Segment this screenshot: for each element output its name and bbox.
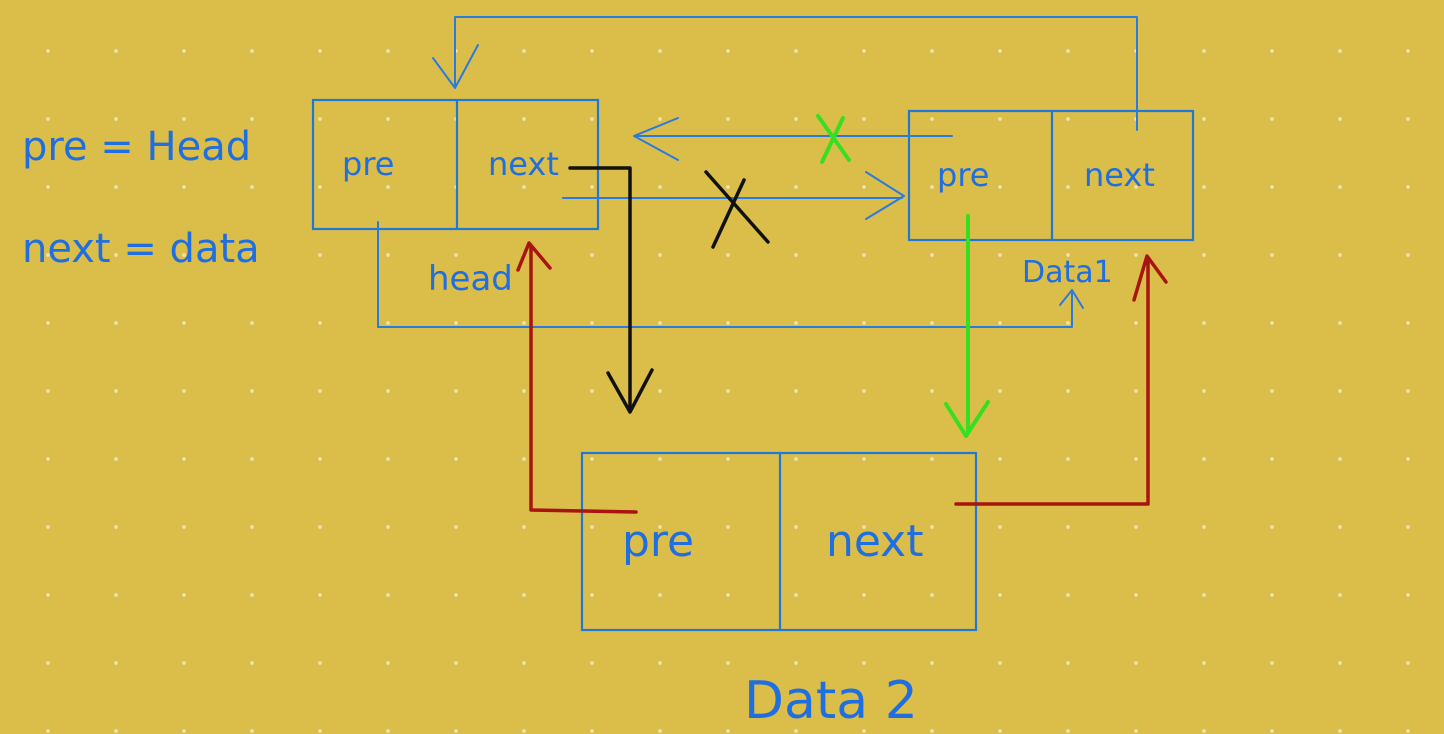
head-label: head xyxy=(428,259,513,299)
data2-next-to-data1-arrowhead xyxy=(1132,254,1168,302)
black-cross-mark xyxy=(704,170,770,249)
black-cross-stroke-1 xyxy=(704,170,770,244)
green-cross-mark xyxy=(816,114,851,164)
data2-pre-to-head-link xyxy=(529,245,638,514)
data1-next-to-head-link xyxy=(454,16,1138,131)
head-pre-to-data1-arrowhead xyxy=(1059,289,1084,309)
data1-pre-field: pre xyxy=(937,156,989,194)
head-next-to-data1-arrowhead xyxy=(865,171,905,220)
head-pre-field: pre xyxy=(342,145,394,183)
head-pre-to-data1-link xyxy=(377,221,1073,328)
data1-pre-to-head-arrowhead xyxy=(633,117,679,161)
note-pre-equals-head: pre = Head xyxy=(22,124,251,170)
black-cross-stroke-2 xyxy=(711,178,746,249)
data1-next-field: next xyxy=(1084,156,1155,194)
head-next-field: next xyxy=(488,145,559,183)
data2-pre-to-head-arrowhead xyxy=(516,241,552,272)
data1-next-to-head-arrowhead xyxy=(432,44,479,89)
data1-pre-to-data2-arrowhead xyxy=(944,400,990,438)
data2-next-to-data1-link xyxy=(954,256,1150,506)
data1-label: Data1 xyxy=(1022,255,1113,290)
head-next-to-data2-link xyxy=(568,166,632,410)
head-next-to-data2-arrowhead xyxy=(606,368,654,414)
data2-node: pre next Data 2 xyxy=(580,451,978,731)
green-cross-stroke-2 xyxy=(820,116,845,164)
data2-pre-field: pre xyxy=(622,516,694,567)
data1-node: pre next Data1 xyxy=(907,109,1195,290)
note-next-equals-data: next = data xyxy=(22,226,260,272)
head-node-box xyxy=(311,98,600,231)
data2-next-field: next xyxy=(826,516,923,567)
head-node: pre next head xyxy=(311,98,600,299)
data2-label: Data 2 xyxy=(744,671,918,731)
